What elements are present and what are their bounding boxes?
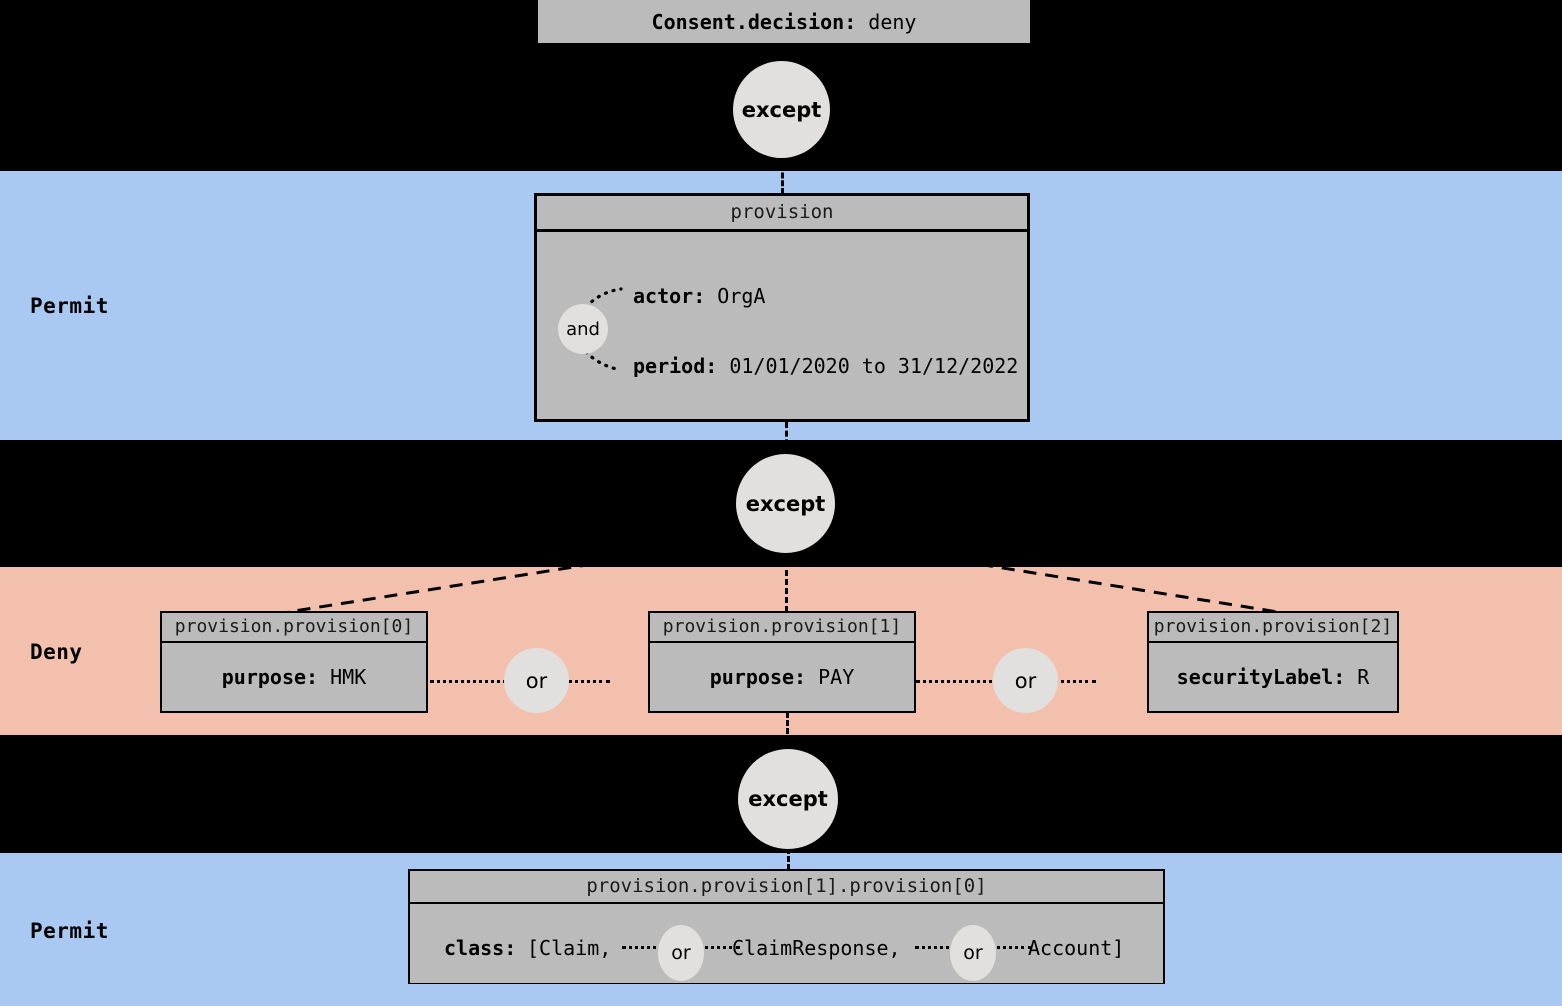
node-provision-bottom[interactable]: provision.provision[1].provision[0] clas…: [408, 869, 1165, 984]
class-value-open: [Claim,: [527, 936, 611, 960]
node-provision-1[interactable]: provision.provision[1] purpose: PAY: [648, 611, 916, 713]
consent-decision-text: Consent.decision: deny: [652, 10, 917, 34]
connector-provision-to-except-2: [785, 422, 788, 454]
operator-except-1[interactable]: except: [733, 61, 830, 158]
node-provision-root[interactable]: provision actor: OrgA period: 01/01/2020…: [534, 193, 1030, 422]
class-key-label: class:: [444, 936, 517, 960]
operator-or-deny-1-label: or: [525, 668, 548, 693]
provision-0-value: HMK: [330, 665, 367, 689]
class-value-close-label: Account]: [1028, 936, 1125, 960]
node-provision-1-header: provision.provision[1]: [650, 613, 914, 643]
class-key: class:: [444, 936, 516, 960]
operator-or-class-1[interactable]: or: [658, 925, 704, 981]
operator-and[interactable]: and: [558, 304, 608, 354]
class-link-1: [622, 946, 670, 949]
connector-except-1-to-provision: [781, 157, 784, 194]
connector-except-3-to-bottom-provision: [787, 848, 790, 870]
node-provision-root-header: provision: [537, 196, 1027, 232]
provision-2-key: securityLabel:: [1176, 665, 1346, 689]
node-provision-0-header: provision.provision[0]: [162, 613, 426, 643]
consent-decision-banner: Consent.decision: deny: [538, 0, 1030, 43]
node-provision-root-body: actor: OrgA period: 01/01/2020 to 31/12/…: [537, 232, 1027, 417]
provision-root-actor-value: OrgA: [717, 284, 766, 308]
operator-or-class-2[interactable]: or: [950, 925, 996, 981]
node-provision-1-body: purpose: PAY: [650, 643, 914, 711]
node-provision-2[interactable]: provision.provision[2] securityLabel: R: [1147, 611, 1399, 713]
operator-except-3-label: except: [748, 787, 828, 811]
provision-0-row: purpose: HMK: [162, 665, 426, 689]
operator-or-deny-1[interactable]: or: [504, 648, 569, 713]
class-value-open-label: [Claim,: [527, 936, 612, 960]
band-label-permit-bottom: Permit: [30, 919, 109, 943]
connector-banner-to-except-1: [781, 43, 784, 63]
operator-except-1-label: except: [741, 97, 822, 122]
class-value-mid: ClaimResponse,: [732, 936, 901, 960]
provision-1-row: purpose: PAY: [650, 665, 914, 689]
consent-decision-value: deny: [868, 9, 917, 34]
node-provision-2-header: provision.provision[2]: [1149, 613, 1397, 643]
operator-except-2-label: except: [745, 491, 826, 516]
node-provision-0-body: purpose: HMK: [162, 643, 426, 711]
provision-root-row-actor: actor: OrgA: [633, 284, 765, 308]
operator-except-3[interactable]: except: [738, 749, 838, 849]
provision-1-key: purpose:: [709, 665, 807, 689]
operator-and-label: and: [566, 318, 600, 340]
node-provision-2-body: securityLabel: R: [1149, 643, 1397, 711]
band-label-deny: Deny: [30, 640, 83, 664]
operator-except-2[interactable]: except: [736, 454, 835, 553]
provision-root-period-key: period:: [633, 354, 718, 378]
provision-root-period-value: 01/01/2020 to 31/12/2022: [729, 354, 1019, 378]
provision-2-row: securityLabel: R: [1149, 665, 1397, 689]
consent-decision-key: Consent.decision:: [651, 9, 857, 34]
node-provision-bottom-body: class: [Claim, ClaimResponse, Account] o…: [410, 904, 1163, 983]
class-link-4: [990, 946, 1032, 949]
provision-0-key: purpose:: [221, 665, 319, 689]
connector-provision-1-to-except-3: [786, 712, 789, 750]
class-value-mid-label: ClaimResponse,: [732, 936, 901, 960]
provision-root-actor-key: actor:: [633, 284, 706, 308]
operator-or-class-1-label: or: [671, 942, 691, 964]
operator-or-class-2-label: or: [963, 942, 983, 964]
class-value-close: Account]: [1028, 936, 1124, 960]
connector-except-2-to-provision-1: [785, 552, 788, 612]
class-link-3: [915, 946, 963, 949]
provision-root-row-period: period: 01/01/2020 to 31/12/2022: [633, 354, 1018, 378]
node-provision-0[interactable]: provision.provision[0] purpose: HMK: [160, 611, 428, 713]
operator-or-deny-2-label: or: [1014, 668, 1037, 693]
node-provision-bottom-header: provision.provision[1].provision[0]: [410, 871, 1163, 904]
class-link-2: [698, 946, 740, 949]
operator-or-deny-2[interactable]: or: [993, 648, 1058, 713]
provision-1-value: PAY: [818, 665, 855, 689]
band-label-permit-top: Permit: [30, 294, 109, 318]
provision-2-value: R: [1357, 665, 1370, 689]
